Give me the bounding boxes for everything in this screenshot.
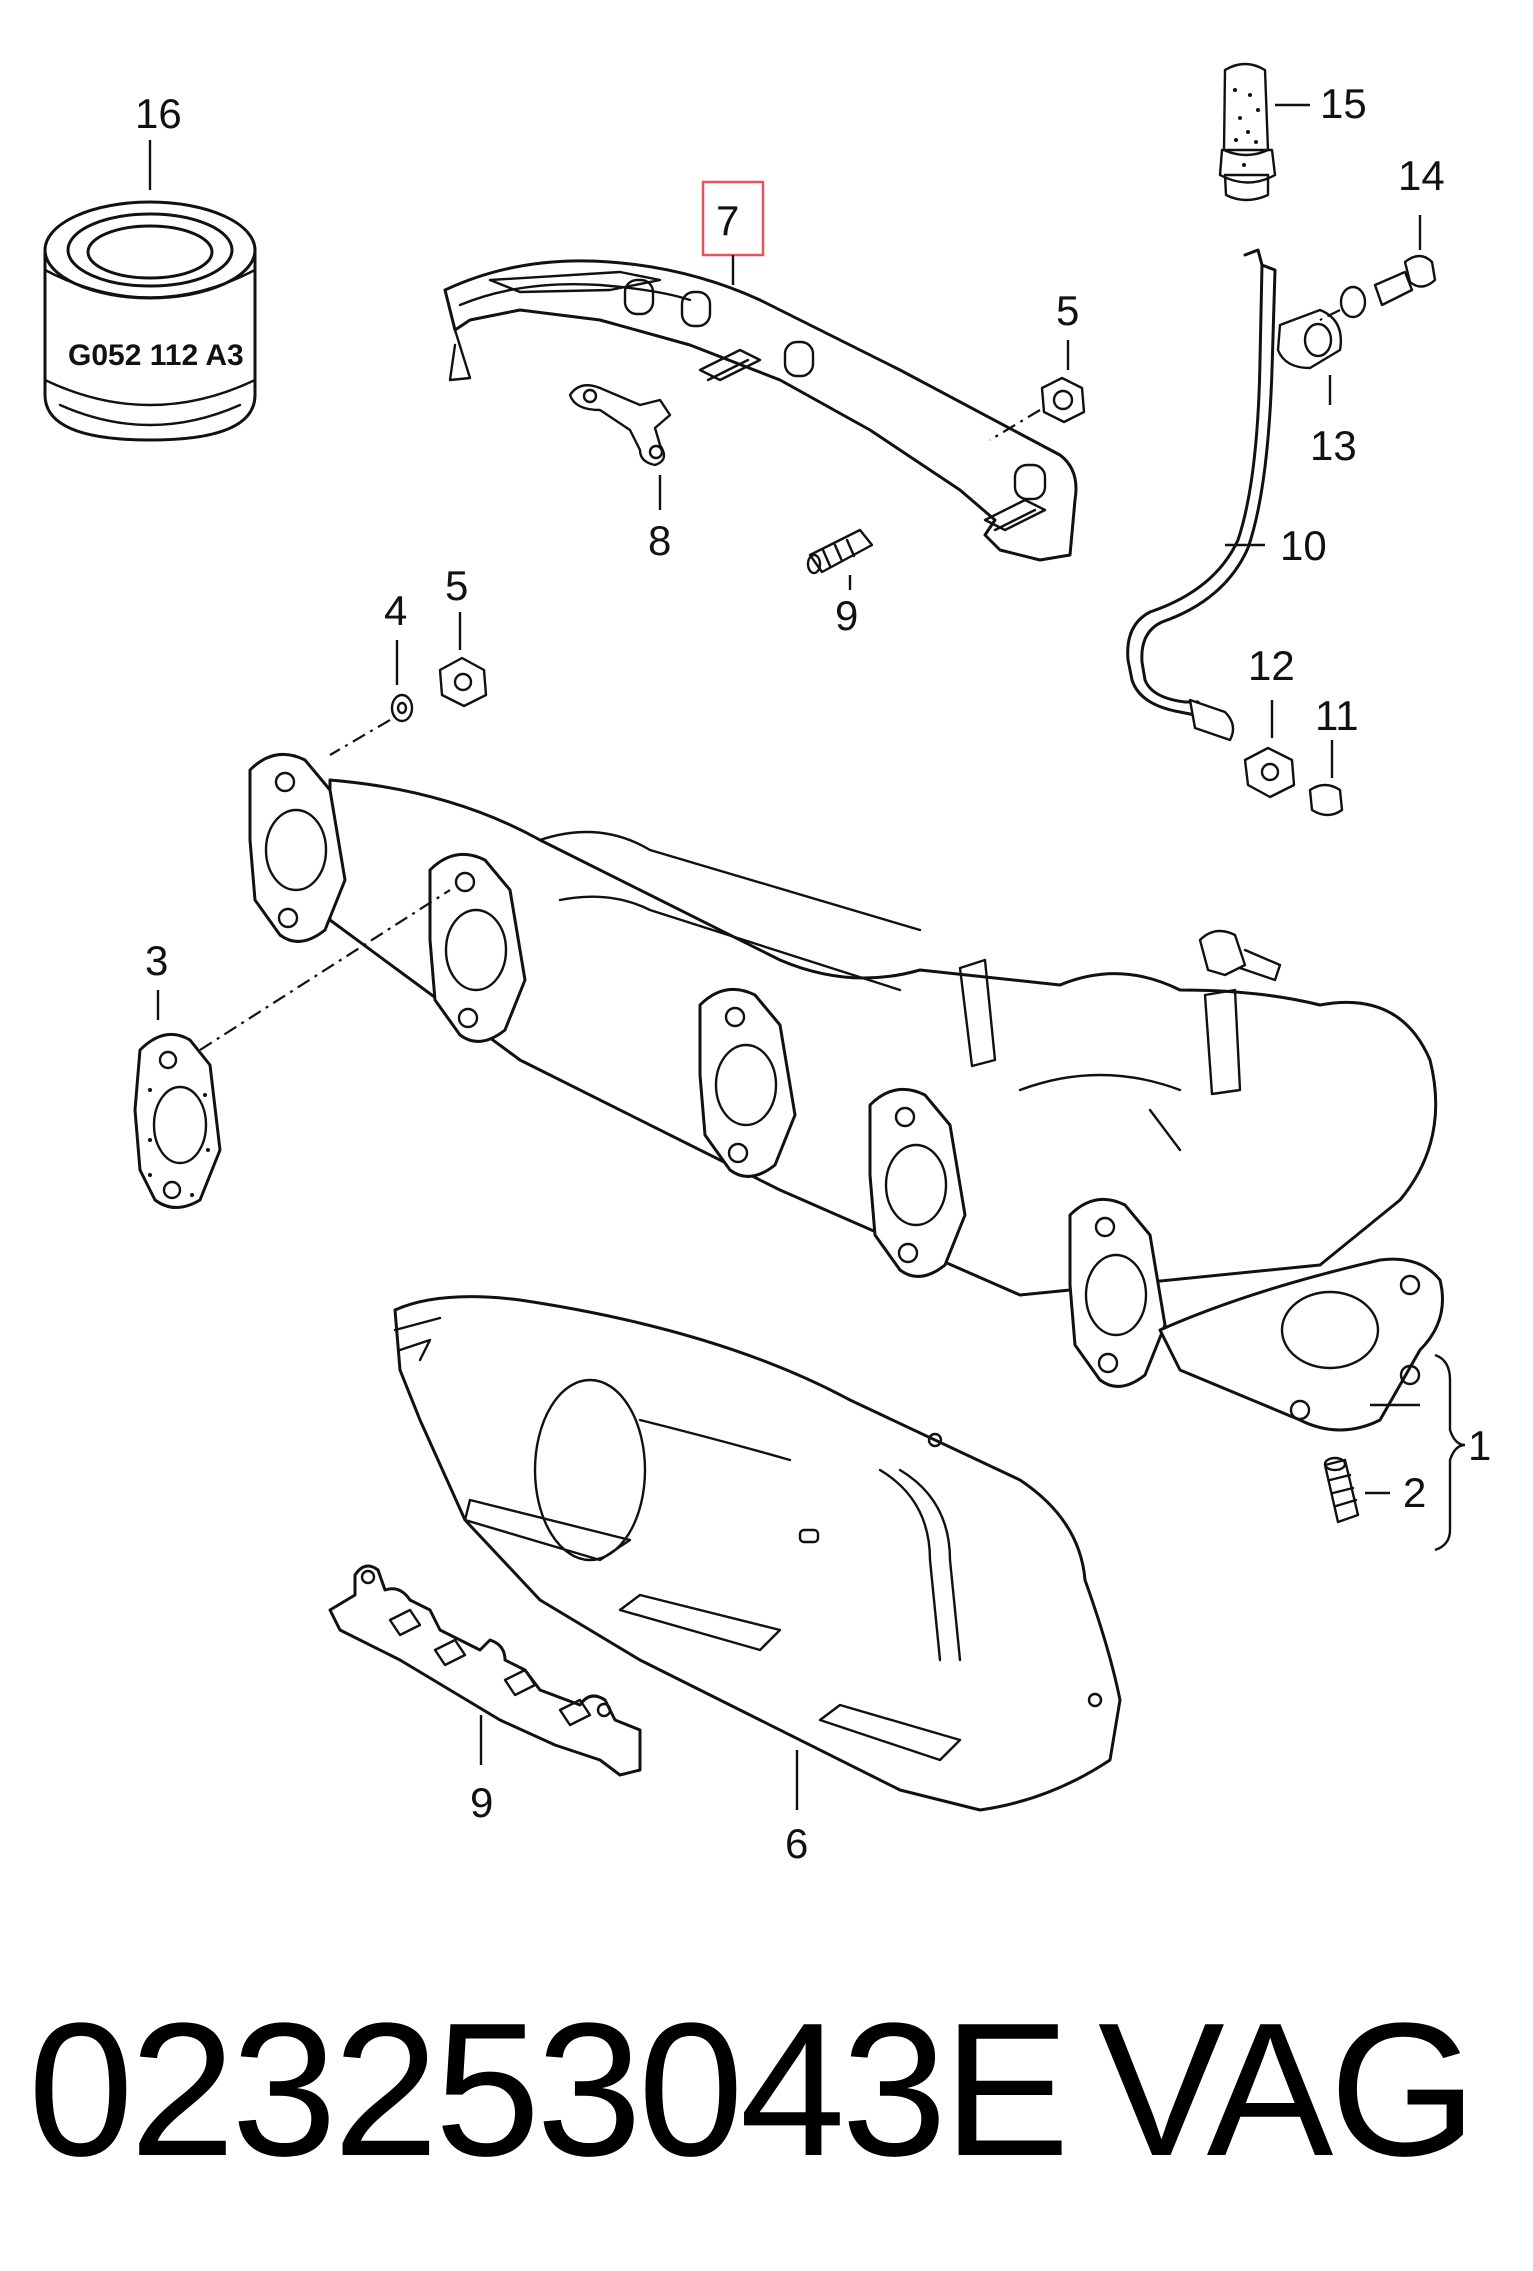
nut-part-5-left xyxy=(438,656,488,708)
brand-name: VAG xyxy=(1098,1984,1477,2196)
stud-part-9 xyxy=(806,528,874,575)
sensor-line-part-10 xyxy=(1126,248,1277,742)
gasket-strip-part-9 xyxy=(328,1564,642,1777)
callout-14: 14 xyxy=(1398,152,1445,199)
gasket-part-3 xyxy=(133,1032,222,1209)
flange-3 xyxy=(698,987,797,1178)
callout-7: 7 xyxy=(716,197,739,244)
callout-6: 6 xyxy=(785,1820,808,1867)
exploded-parts-diagram: G052 112 A3 16 7 8 9 5 xyxy=(43,62,1491,1867)
nut-part-12 xyxy=(1243,746,1296,799)
callout-3: 3 xyxy=(145,937,168,984)
callout-13: 13 xyxy=(1310,422,1357,469)
part-number: 023253043E xyxy=(28,1984,1070,2196)
callout-9-lower: 9 xyxy=(470,1779,493,1826)
callout-12: 12 xyxy=(1248,642,1295,689)
lower-heat-shield-part-6 xyxy=(393,1295,1122,1812)
callout-10: 10 xyxy=(1280,522,1327,569)
callout-4: 4 xyxy=(384,587,407,634)
callout-2: 2 xyxy=(1403,1469,1426,1516)
clip-part-13 xyxy=(1276,308,1342,370)
stud-part-2 xyxy=(1323,1456,1360,1524)
cap-part-11 xyxy=(1308,783,1344,817)
nut-part-5-upper xyxy=(1040,376,1086,424)
exhaust-manifold-part-1 xyxy=(248,752,1444,1432)
flange-5 xyxy=(1068,1197,1167,1388)
callout-1: 1 xyxy=(1468,1422,1491,1469)
callout-5-left: 5 xyxy=(445,562,468,609)
flange-2 xyxy=(428,852,527,1043)
bracket-part-8 xyxy=(568,384,672,467)
washer-part-4 xyxy=(390,693,414,723)
callout-9-upper: 9 xyxy=(835,592,858,639)
callout-5-upper: 5 xyxy=(1056,287,1079,334)
sensor-plug-part-15 xyxy=(1218,62,1277,202)
callout-8: 8 xyxy=(648,517,671,564)
filter-marking: G052 112 A3 xyxy=(68,339,244,372)
callout-16: 16 xyxy=(135,90,182,137)
oil-filter-part-16: G052 112 A3 xyxy=(43,200,257,442)
flange-1 xyxy=(248,752,347,943)
upper-heat-shield-part-7 xyxy=(443,259,1078,562)
callout-15: 15 xyxy=(1320,80,1367,127)
bolt-part-14 xyxy=(1339,254,1437,319)
callout-11: 11 xyxy=(1315,692,1359,739)
outlet-flange xyxy=(1158,1257,1444,1432)
footer-part-number-line: 023253043E VAG xyxy=(28,1970,1508,2210)
flange-4 xyxy=(868,1087,967,1278)
